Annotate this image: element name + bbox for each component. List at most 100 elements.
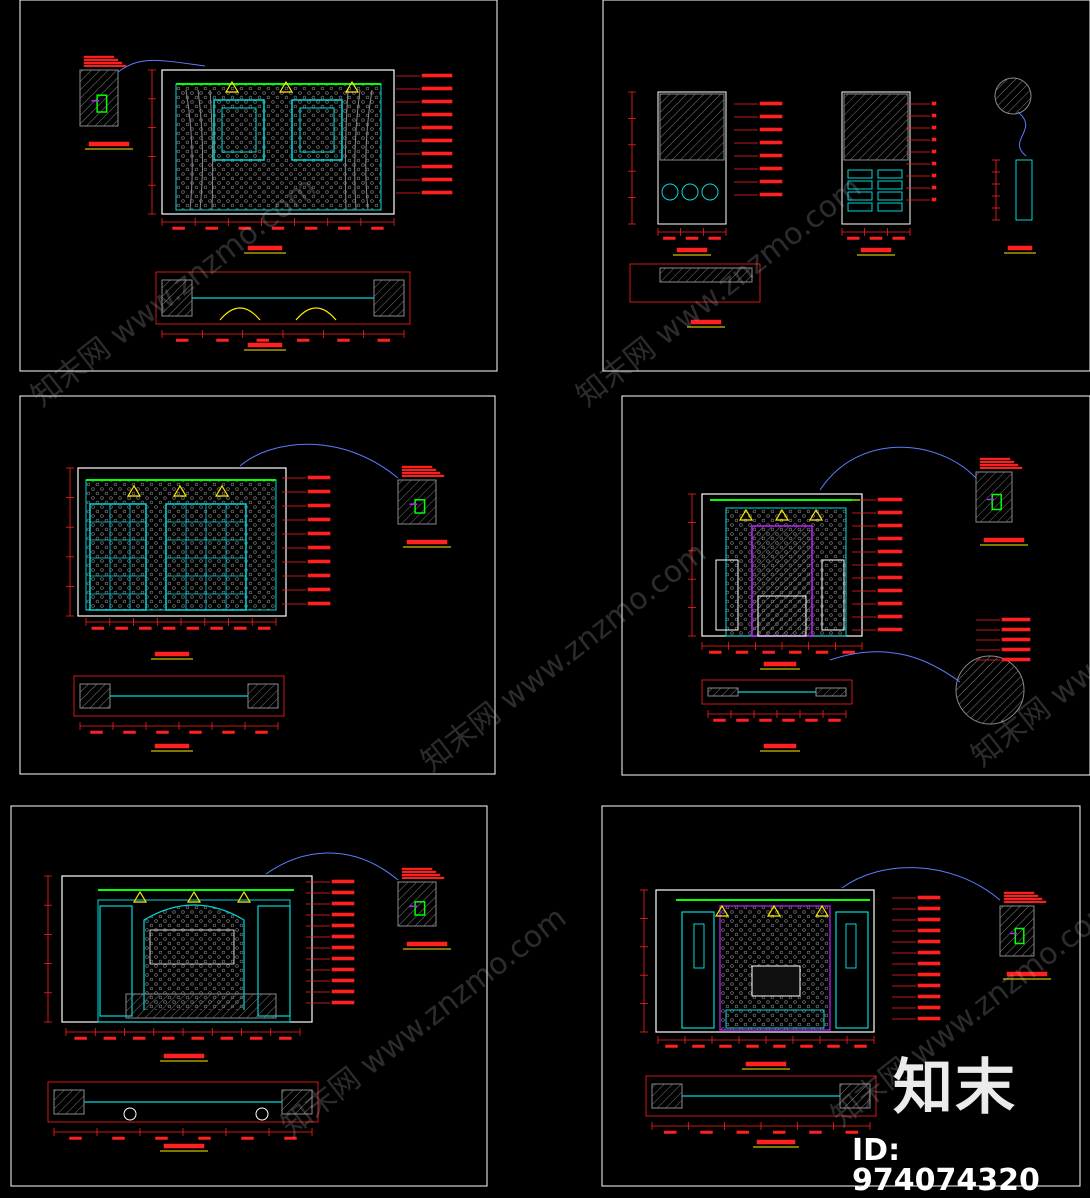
plan-outline [73,675,285,717]
cabinet-b-drawer [877,202,903,212]
detail-leader [265,852,399,881]
plan-outline [47,1081,319,1123]
node-detail-box [975,471,1013,523]
plan-outline [701,679,853,705]
node-detail-profile [414,499,426,514]
node-callout [401,474,445,477]
callout-label [421,177,453,182]
side-panel-left [99,905,133,1017]
dimension-text [112,1136,125,1140]
callout-label [931,161,937,166]
node-callout [401,870,437,873]
callout-label [931,173,937,178]
dimension-text [186,626,200,630]
drawing-title [763,743,797,749]
dimension-text [815,650,829,654]
drawing-title [745,1061,787,1067]
dimension-text [205,226,218,230]
callout-label [759,179,783,184]
cabinet-b-drawer [847,180,873,190]
callout-label [421,112,453,117]
sheet-3 [19,395,496,775]
plan-wall-left [161,279,193,317]
dimension-text [156,730,169,734]
callout-label [331,967,355,972]
callout-label [917,917,941,922]
dimension-text [255,730,268,734]
callout-label [307,517,331,522]
sheet-frame [621,395,1090,776]
node-callout [1003,900,1047,903]
bed [125,993,277,1019]
cabinet-b-drawer [847,202,873,212]
window-right [291,99,343,161]
callout-label [307,573,331,578]
dimension-text [809,1130,822,1134]
callout-label [931,113,937,118]
drawing-title [763,661,797,667]
node-callout [979,460,1015,463]
lattice-right [845,923,857,969]
plan-outline [155,271,411,325]
dimension-text [296,338,310,342]
callout-label [877,575,903,580]
callout-label [1001,617,1031,622]
plan-wall-left [651,1083,683,1109]
fireplace-brick [751,525,813,637]
section-leader [829,651,961,683]
dimension-text [708,236,721,240]
dimension-text [709,650,722,654]
dimension-text [91,626,105,630]
dimension-text [746,1044,759,1048]
callout-label [917,906,941,911]
detail-leader [819,446,977,491]
plan-lamp-left [123,1107,137,1121]
cabinet-a-glass [659,93,725,161]
dimension-text [139,626,152,630]
callout-label [331,879,355,884]
cabinet-a-outline [657,91,727,225]
node-detail-box [999,905,1035,957]
dimension-text [827,1044,840,1048]
cabinet-b-drawer [877,191,903,201]
sheet-frame [601,805,1081,1187]
callout-label [917,1016,941,1021]
detail-leader [841,867,1001,901]
dimension-text [338,226,351,230]
callout-label [331,1000,355,1005]
dimension-text [892,236,905,240]
dimension-text [234,626,247,630]
dimension-text [210,626,223,630]
node-callout [83,61,123,64]
dimension-text [257,626,271,630]
callout-label [759,101,783,106]
callout-label [759,114,783,119]
curtain-right [344,89,373,211]
lattice-left [693,923,705,969]
callout-label [877,588,903,593]
dimension-text [847,236,860,240]
callout-label [307,587,331,592]
window-left-inner [221,107,257,153]
callout-label [1001,657,1031,662]
callout-label [877,614,903,619]
tv-screen [751,965,801,997]
callout-label [759,140,783,145]
dimension-text [773,1044,786,1048]
callout-label [331,989,355,994]
drawing-title [154,651,190,657]
callout-label [931,197,937,202]
dimension-text [377,338,391,342]
callout-label [917,994,941,999]
node-callout [83,55,115,58]
callout-label [421,164,453,169]
dimension-text [103,1036,117,1040]
callout-label [917,950,941,955]
drawing-title [406,941,448,947]
callout-label [421,73,453,78]
node-callout [83,58,119,61]
callout-label [331,923,355,928]
elevation-outline [77,467,287,617]
dimension-text [736,1130,750,1134]
node-detail-box [79,69,119,127]
